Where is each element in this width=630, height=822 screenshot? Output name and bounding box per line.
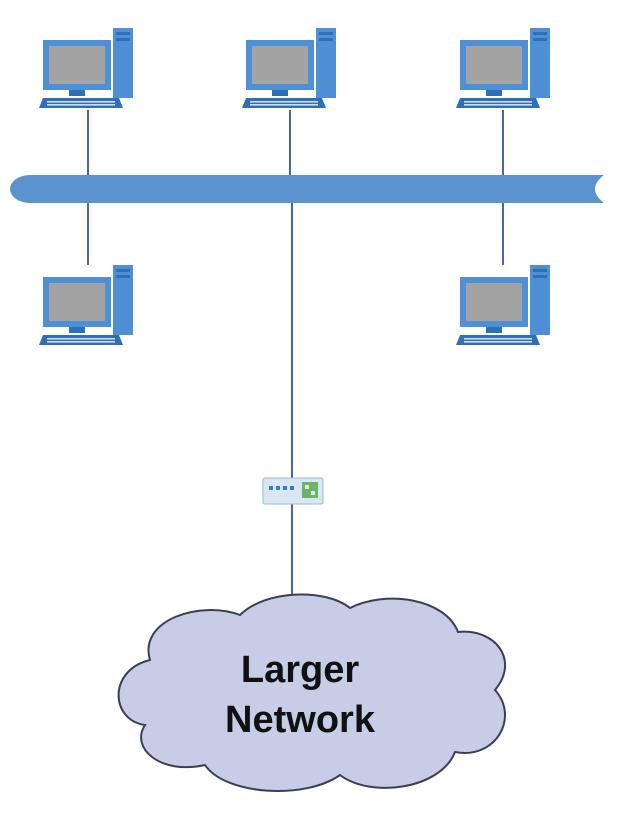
desktop-computer-icon — [39, 28, 133, 108]
ethernet-bus — [10, 175, 604, 203]
desktop-computer-icon — [456, 265, 550, 345]
cloud-label-line1: Larger — [241, 649, 359, 691]
desktop-computer-icon — [456, 28, 550, 108]
desktop-computer-icon — [242, 28, 336, 108]
router-icon — [262, 477, 324, 505]
cloud-label-line2: Network — [225, 699, 376, 741]
desktop-computer-icon — [39, 265, 133, 345]
cloud-icon — [117, 593, 507, 792]
